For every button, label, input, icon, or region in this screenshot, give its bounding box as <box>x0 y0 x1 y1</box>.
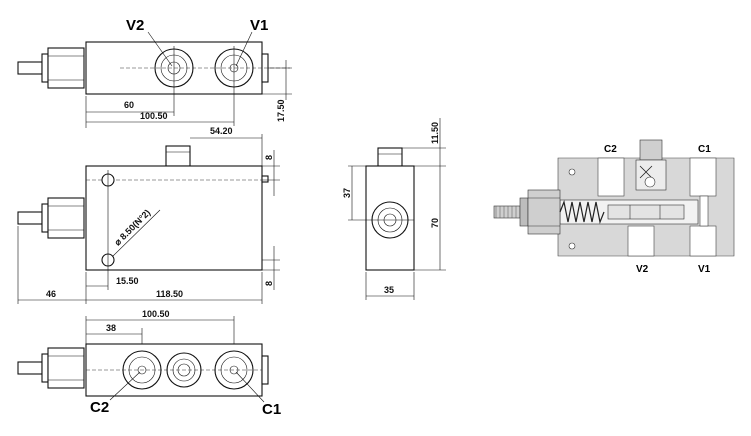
label-v1-section: V1 <box>698 264 711 275</box>
dim-side-35: 35 <box>384 285 394 295</box>
label-c2-bottom: C2 <box>90 399 109 416</box>
dim-front-8-bottom: 8 <box>264 281 274 286</box>
label-c1-section: C1 <box>698 144 711 155</box>
label-c2-section: C2 <box>604 144 617 155</box>
dim-front-8-top: 8 <box>264 155 274 160</box>
top-view: V2 V1 60 100.50 17.50 <box>17 17 292 128</box>
dim-top-17-50: 17.50 <box>276 99 286 122</box>
dim-bottom-100-50: 100.50 <box>142 309 170 319</box>
label-v2-top: V2 <box>126 17 144 34</box>
dim-front-54-20: 54.20 <box>210 126 233 136</box>
dim-front-15-50: 15.50 <box>116 276 139 286</box>
dim-front-118-50: 118.50 <box>156 289 183 299</box>
dim-front-46: 46 <box>46 289 56 299</box>
label-v2-section: V2 <box>636 264 649 275</box>
dim-bottom-38: 38 <box>106 323 116 333</box>
dim-side-11-50: 11.50 <box>430 122 440 144</box>
label-v1-top: V1 <box>250 17 268 34</box>
dim-side-70: 70 <box>430 218 440 228</box>
side-view: 11.50 70 37 35 <box>342 118 446 300</box>
dim-top-60: 60 <box>124 100 134 110</box>
bottom-view: 100.50 38 C2 C1 <box>17 309 281 418</box>
dim-top-100-50: 100.50 <box>140 111 168 121</box>
section-view: C2 C1 V2 V1 <box>493 139 735 275</box>
front-view: ⌀ 8.50(N°2) 54.20 8 8 15.50 46 118.50 <box>17 126 280 304</box>
dim-side-37: 37 <box>342 188 352 198</box>
label-c1-bottom: C1 <box>262 401 281 418</box>
